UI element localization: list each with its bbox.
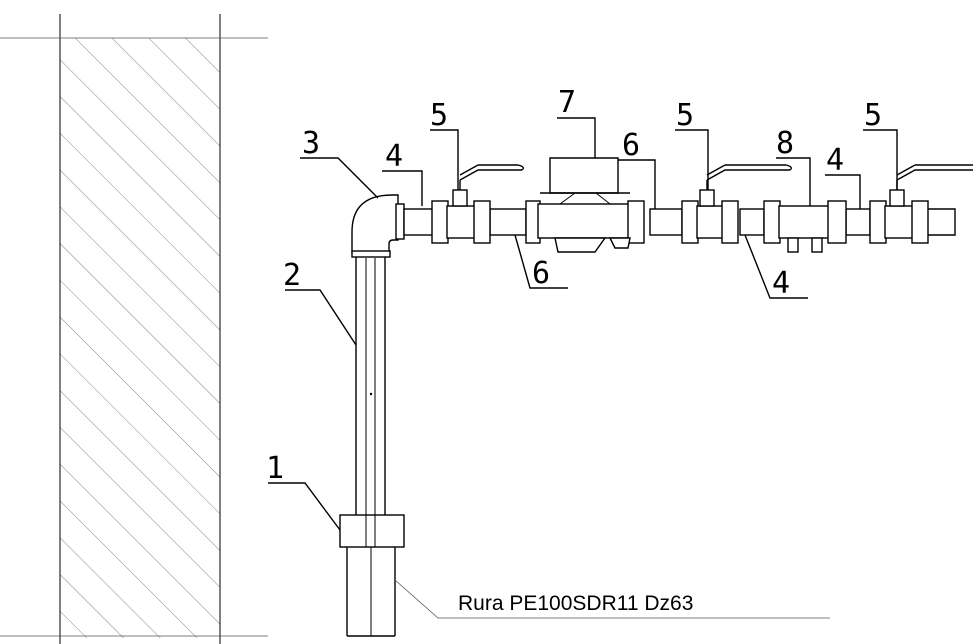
label-5b: 5 xyxy=(676,98,694,133)
check-valve xyxy=(763,200,847,253)
leader-lines xyxy=(268,117,898,619)
label-4b: 4 xyxy=(826,143,844,178)
label-1: 1 xyxy=(266,451,284,486)
elbow-fitting xyxy=(351,194,405,258)
label-5a: 5 xyxy=(430,98,448,133)
ball-valve-1 xyxy=(431,164,525,244)
label-8: 8 xyxy=(776,126,794,161)
label-4c: 4 xyxy=(772,266,790,301)
wall xyxy=(0,14,268,644)
item-labels: 1 2 3 4 5 7 6 6 5 8 4 4 5 Rura PE100SDR1… xyxy=(266,85,882,615)
label-4a: 4 xyxy=(385,139,403,174)
label-5c: 5 xyxy=(864,98,882,133)
pipe-caption: Rura PE100SDR11 Dz63 xyxy=(458,592,693,615)
wall-hatch xyxy=(60,38,220,638)
label-3: 3 xyxy=(302,126,320,161)
ball-valve-2 xyxy=(681,164,793,244)
label-7: 7 xyxy=(558,85,576,120)
label-6b: 6 xyxy=(532,256,550,291)
ball-valve-3 xyxy=(869,164,973,244)
water-meter xyxy=(525,157,645,253)
pe-transition-sleeve xyxy=(339,514,405,637)
label-2: 2 xyxy=(283,258,301,293)
label-6a: 6 xyxy=(622,128,640,163)
riser-pipe xyxy=(355,252,386,539)
